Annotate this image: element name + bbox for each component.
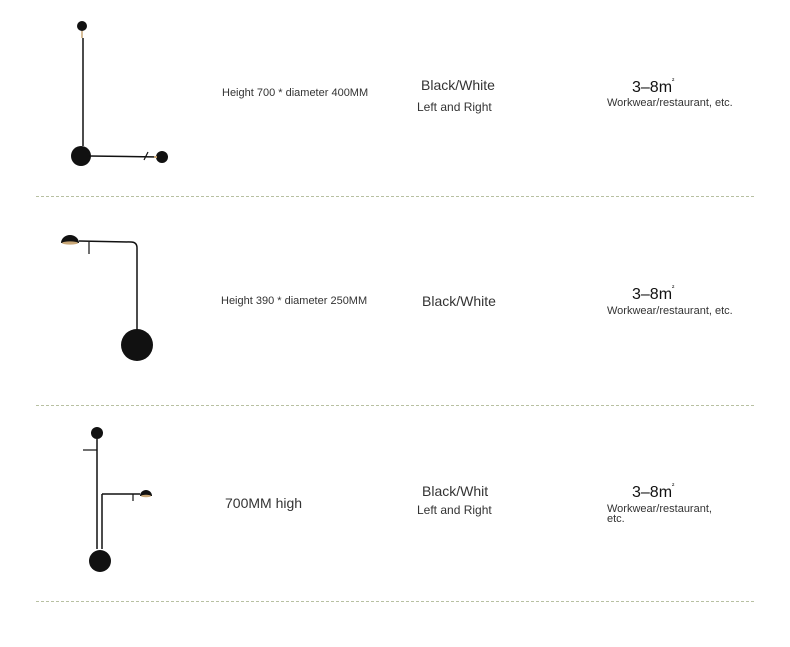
area-unit: ² xyxy=(672,78,675,85)
product-row-1: Height 700 * diameter 400MM Black/White … xyxy=(0,0,790,197)
product-row-2: Height 390 * diameter 250MM Black/White … xyxy=(0,197,790,406)
color-options: Black/Whit xyxy=(422,483,489,499)
color-options: Black/White xyxy=(421,77,495,93)
product-row-3: 700MM high Black/Whit Left and Right 3–8… xyxy=(0,406,790,602)
color-options: Black/White xyxy=(422,293,496,309)
lamp-image-2 xyxy=(55,197,185,406)
area-range: 3–8m² xyxy=(632,285,675,304)
usage-note: Workwear/restaurant, etc. xyxy=(607,305,733,317)
area-unit: ² xyxy=(672,483,675,490)
area-value: 3–8m xyxy=(632,286,673,303)
usage-note: Workwear/restaurant, etc. xyxy=(607,503,712,525)
area-range: 3–8m² xyxy=(632,483,675,502)
wall-lamp-long-arm-icon xyxy=(71,21,168,166)
lamp-image-3 xyxy=(55,406,185,602)
row-divider xyxy=(36,196,754,197)
lamp-image-1 xyxy=(55,0,185,197)
size-spec: Height 390 * diameter 250MM xyxy=(221,295,368,307)
row-divider xyxy=(36,601,754,602)
area-range: 3–8m² xyxy=(632,78,675,97)
direction-options: Left and Right xyxy=(417,100,492,114)
size-spec: 700MM high xyxy=(225,495,303,511)
wall-lamp-dual-arm-icon xyxy=(83,427,152,572)
area-unit: ² xyxy=(672,285,675,292)
size-spec: Height 700 * diameter 400MM xyxy=(222,87,369,99)
area-value: 3–8m xyxy=(632,484,673,501)
row-divider xyxy=(36,405,754,406)
area-value: 3–8m xyxy=(632,79,673,96)
usage-note: Workwear/restaurant, etc. xyxy=(607,97,733,109)
direction-options: Left and Right xyxy=(417,503,492,517)
wall-lamp-bent-arm-icon xyxy=(61,235,153,361)
